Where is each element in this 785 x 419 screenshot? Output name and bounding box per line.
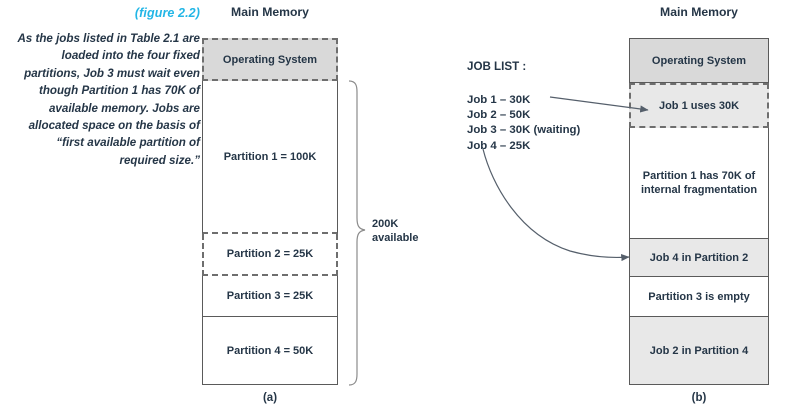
available-memory-bracket <box>348 80 366 386</box>
block-a-partition-2: Partition 2 = 25K <box>202 234 338 276</box>
block-b-job-4: Job 4 in Partition 2 <box>629 238 769 277</box>
job-list-item-4: Job 4 – 25K <box>467 139 531 152</box>
figure-number-label: (figure 2.2) <box>134 6 200 20</box>
figure-caption: As the jobs listed in Table 2.1 are load… <box>17 32 200 167</box>
bracket-label-line1: 200K <box>372 218 399 230</box>
job-list: Job 1 – 30K Job 2 – 50K Job 3 – 30K (wai… <box>467 93 580 154</box>
job-list-title: JOB LIST : <box>467 60 527 73</box>
block-b-partition-3-empty: Partition 3 is empty <box>629 277 769 317</box>
block-b-partition-1-fragmentation: Partition 1 has 70K of internal fragment… <box>629 128 769 238</box>
block-a-partition-3: Partition 3 = 25K <box>202 276 338 317</box>
job-list-item-3: Job 3 – 30K (waiting) <box>467 124 581 137</box>
block-b-job-1: Job 1 uses 30K <box>629 83 769 128</box>
panel-b-sublabel: (b) <box>691 392 707 404</box>
panel-a-heading: Main Memory <box>231 5 309 19</box>
bracket-label-line2: available <box>372 231 419 244</box>
available-memory-bracket-label: 200K available <box>372 218 444 245</box>
panel-b-heading: Main Memory <box>660 5 738 19</box>
panel-a-sublabel: (a) <box>262 392 278 404</box>
job4-arrow <box>482 148 630 262</box>
block-a-partition-1: Partition 1 = 100K <box>202 81 338 234</box>
block-a-operating-system: Operating System <box>202 38 338 81</box>
block-a-partition-4: Partition 4 = 50K <box>202 317 338 385</box>
job-list-item-1: Job 1 – 30K <box>467 94 531 106</box>
block-b-job-2: Job 2 in Partition 4 <box>629 317 769 385</box>
job-list-item-2: Job 2 – 50K <box>467 109 531 122</box>
block-b-operating-system: Operating System <box>629 38 769 83</box>
